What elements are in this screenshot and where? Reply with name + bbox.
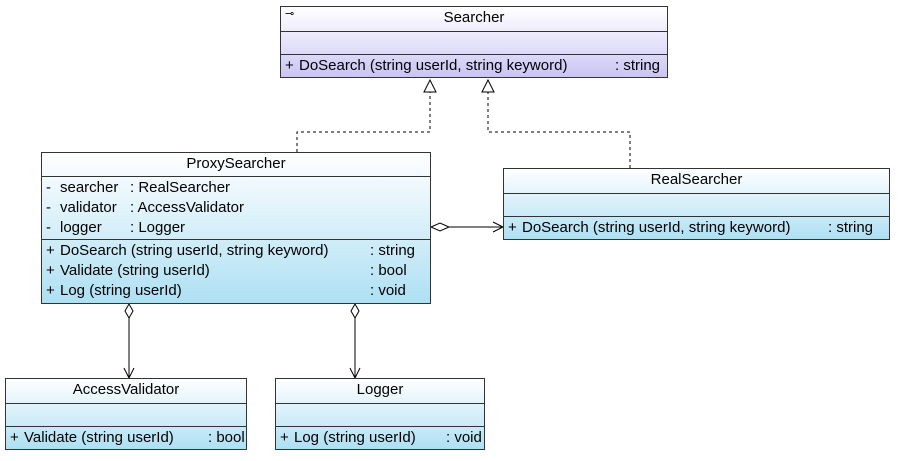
class-name-logger: Logger <box>276 379 484 404</box>
attribute-row: -searcher : RealSearcher <box>46 179 231 196</box>
aggregation-proxy-to-real <box>429 221 505 233</box>
attributes-section <box>281 32 667 55</box>
class-access-validator[interactable]: AccessValidator +Validate (string userId… <box>5 378 247 450</box>
operation-row: +DoSearch (string userId, string keyword… <box>285 57 661 74</box>
attributes-section <box>6 404 246 427</box>
realization-real-to-searcher <box>481 78 631 168</box>
attributes-section: -searcher : RealSearcher -validator : Ac… <box>42 177 430 240</box>
operations-section: +DoSearch (string userId, string keyword… <box>42 240 430 302</box>
operation-row: +DoSearch (string userId, string keyword… <box>46 242 416 259</box>
class-name-searcher: ⊸ Searcher <box>281 7 667 32</box>
attributes-section <box>504 194 889 217</box>
operations-section: +DoSearch (string userId, string keyword… <box>281 55 667 77</box>
class-searcher[interactable]: ⊸ Searcher +DoSearch (string userId, str… <box>280 6 668 78</box>
operation-row: +Validate (string userId) : bool <box>10 429 245 446</box>
operations-section: +DoSearch (string userId, string keyword… <box>504 217 889 239</box>
class-name-proxy-searcher: ProxySearcher <box>42 153 430 177</box>
interface-icon: ⊸ <box>285 8 295 20</box>
class-logger[interactable]: Logger +Log (string userId) : void <box>275 378 485 450</box>
realization-proxy-to-searcher <box>296 78 437 152</box>
operation-row: +DoSearch (string userId, string keyword… <box>508 219 874 236</box>
class-real-searcher[interactable]: RealSearcher +DoSearch (string userId, s… <box>503 168 890 240</box>
attribute-row: -validator : AccessValidator <box>46 199 244 216</box>
operation-row: +Log (string userId) : void <box>46 282 406 299</box>
attributes-section <box>276 404 484 427</box>
operation-row: +Validate (string userId) : bool <box>46 262 407 279</box>
attribute-row: -logger : Logger <box>46 219 186 236</box>
class-name-access-validator: AccessValidator <box>6 379 246 404</box>
operation-row: +Log (string userId) : void <box>280 429 482 446</box>
class-proxy-searcher[interactable]: ProxySearcher -searcher : RealSearcher -… <box>41 152 431 304</box>
class-name-real-searcher: RealSearcher <box>504 169 889 194</box>
aggregation-proxy-to-validator <box>123 302 135 380</box>
operations-section: +Log (string userId) : void <box>276 427 484 449</box>
operations-section: +Validate (string userId) : bool <box>6 427 246 449</box>
aggregation-proxy-to-logger <box>349 302 361 380</box>
